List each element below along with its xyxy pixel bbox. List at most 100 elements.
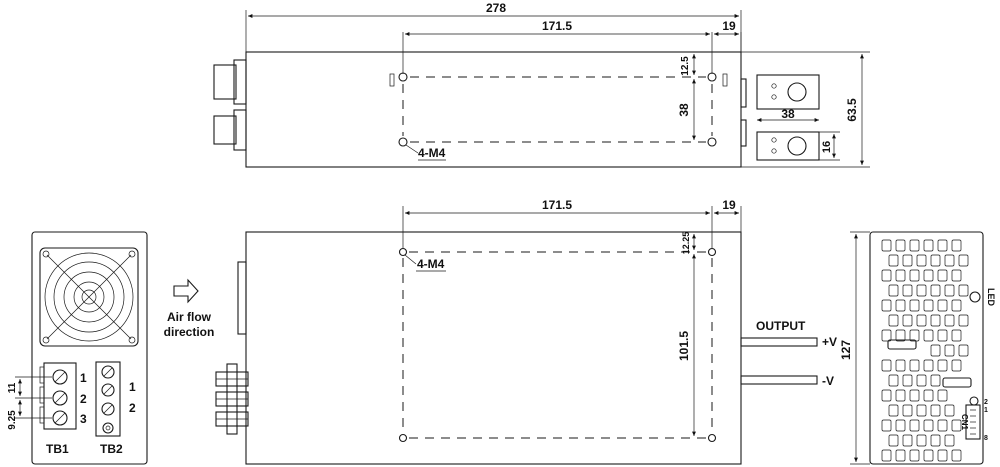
vent-hole [888,404,899,417]
led-label: LED [986,288,996,307]
vent-hole [895,239,906,252]
vent-hole [951,299,962,312]
vent-hole [888,254,899,267]
top-view: 278 171.5 19 12.5 38 63.5 38 16 4-M4 [213,1,870,168]
vent-hole [909,389,920,402]
vent-hole [895,419,906,432]
dim-terminal-width: 16 [821,141,833,153]
dim-pitch-top: 11 [7,382,18,393]
airflow-indicator: Air flow direction [164,278,215,339]
top-view-body [245,51,742,168]
vent-hole [930,284,941,297]
left-end-view: 1 2 3 TB1 1 2 TB2 11 9.25 [7,231,148,465]
front-view: OUTPUT +V -V 171.5 19 12.25 101.5 4-M4 [215,198,837,465]
vent-hole [930,374,941,387]
mounting-hole [398,137,408,147]
right-end-body [869,231,984,465]
tb2-pin-2: 2 [129,401,136,415]
vent-grid [881,239,969,462]
vent-hole [916,284,927,297]
mounting-hole [398,247,408,257]
vent-hole [944,434,955,447]
vent-hole [937,359,948,372]
vent-hole [951,239,962,252]
vent-slot [942,377,972,388]
vent-hole [937,419,948,432]
dim-pitch-bottom: 9.25 [7,410,18,430]
top-view-output-terminals [740,74,820,161]
vent-hole [909,329,920,342]
vent-hole [902,434,913,447]
tb2-label: TB2 [100,442,123,456]
vent-hole [916,434,927,447]
vent-hole [902,374,913,387]
vent-hole [923,299,934,312]
vent-hole [944,284,955,297]
vent-hole [895,269,906,282]
tb1-pin-3: 3 [80,412,87,426]
vent-hole [902,254,913,267]
vent-hole [923,449,934,462]
vent-hole [937,299,948,312]
vent-hole [958,344,969,357]
dim-hole-offset: 19 [722,19,736,33]
vent-hole [944,404,955,417]
vent-hole [881,449,892,462]
vent-hole [902,284,913,297]
vent-hole [958,314,969,327]
cn1-pin-8: 8 [984,435,988,442]
tb1-pin-1: 1 [80,371,87,385]
vent-hole [888,314,899,327]
mounting-hole [707,433,717,443]
vent-hole [958,254,969,267]
tb2-pin-1: 1 [129,380,136,394]
front-view-left-connectors [215,363,249,435]
vent-hole [944,344,955,357]
vent-slot [887,339,917,350]
cn1-pin-1: 1 [984,407,988,414]
vent-hole [895,449,906,462]
vent-hole [937,449,948,462]
right-dim-height: 127 [839,340,853,360]
mounting-hole [398,72,408,82]
vent-hole [895,389,906,402]
vent-hole [902,314,913,327]
top-view-left-connectors [213,59,247,151]
vent-hole [951,329,962,342]
mounting-hole [707,137,717,147]
vent-hole [881,389,892,402]
front-view-mounting-holes [398,247,717,443]
vent-hole [951,419,962,432]
positive-label: +V [822,335,837,349]
vent-hole [881,419,892,432]
vent-hole [909,239,920,252]
vent-hole [916,404,927,417]
airflow-label-line2: direction [164,325,215,339]
vent-hole [937,389,948,402]
vent-hole [916,314,927,327]
vent-hole [944,254,955,267]
airflow-label-line1: Air flow [167,310,212,324]
vent-hole [881,329,892,342]
vent-hole [916,374,927,387]
tb1-pin-2: 2 [80,392,87,406]
dim-hole-x: 171.5 [542,19,572,33]
vent-hole [909,359,920,372]
vent-hole [909,299,920,312]
vent-hole [916,254,927,267]
front-view-body [245,231,742,465]
vent-hole [895,359,906,372]
airflow-arrow-icon [173,278,199,304]
vent-hole [923,389,934,402]
vent-hole [923,239,934,252]
fan-icon [39,247,139,347]
mounting-hole [707,247,717,257]
vent-hole [951,449,962,462]
cn1-connector [965,396,981,440]
vent-hole [909,449,920,462]
vent-hole [923,359,934,372]
vent-hole [881,299,892,312]
mounting-hole [398,433,408,443]
terminal-block-tb1 [39,362,77,430]
vent-hole [888,434,899,447]
